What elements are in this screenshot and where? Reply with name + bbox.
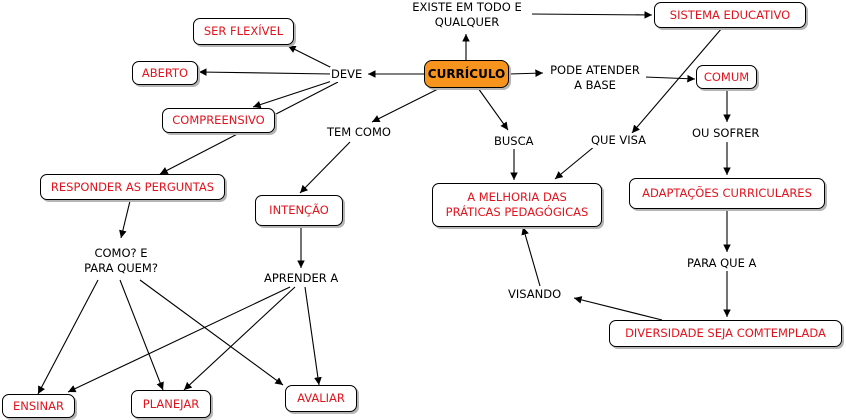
link-deve: DEVE [330,67,364,82]
link-pode-line2: A BASE [574,78,616,92]
edge-sistema-quevisa [631,27,723,134]
node-melhoria-line2: PRÁTICAS PEDAGÓGICAS [445,205,589,219]
link-como-para-quem: COMO? E PARA QUEM? [70,246,172,276]
link-como-line2: PARA QUEM? [84,261,158,275]
edge-aprender-ensinar [67,286,291,393]
edge-como-avaliar [139,279,284,386]
edge-curriculo-busca [477,87,509,131]
node-diversidade[interactable]: DIVERSIDADE SEJA COMTEMPLADA [609,320,842,347]
edge-curriculo-temcomo [371,87,441,123]
node-responder-perguntas[interactable]: RESPONDER AS PERGUNTAS [40,174,225,200]
node-comum[interactable]: COMUM [696,65,757,89]
link-existe: EXISTE EM TODO E QUALQUER [402,0,532,30]
link-aprender-a: APRENDER A [263,271,340,286]
edge-diversidade-visando [573,296,663,321]
edge-deve-flexivel [287,45,333,69]
edge-como-planejar [119,279,164,391]
edge-responder-como [119,200,131,239]
link-para-que-a: PARA QUE A [686,256,758,271]
edge-deve-aberto [198,68,333,76]
node-avaliar[interactable]: AVALIAR [285,385,357,412]
link-ou-sofrer: OU SOFRER [691,126,761,141]
link-tem-como: TEM COMO [326,125,392,140]
node-compreensivo[interactable]: COMPREENSIVO [162,108,275,133]
link-pode-line1: PODE ATENDER [550,63,640,77]
node-adaptacoes-curriculares[interactable]: ADAPTAÇÕES CURRICULARES [629,178,825,209]
node-planejar[interactable]: PLANEJAR [131,390,211,418]
node-ser-flexivel[interactable]: SER FLEXÍVEL [193,18,294,45]
node-intencao[interactable]: INTENÇÃO [255,195,343,226]
link-como-line1: COMO? E [94,246,148,260]
node-curriculo[interactable]: CURRÍCULO [424,60,509,88]
edge-temcomo-intencao [299,141,351,194]
edge-aprender-planejar [183,286,296,391]
link-que-visa: QUE VISA [590,133,648,148]
link-busca: BUSCA [493,134,535,149]
link-visando: VISANDO [507,287,563,302]
edge-como-ensinar [37,279,99,395]
edge-aprender-avaliar [304,286,322,386]
edge-deve-compreensivo [252,79,336,109]
edge-quevisa-melhoria [554,145,596,180]
edge-curriculo-pode [508,69,544,78]
node-sistema-educativo[interactable]: SISTEMA EDUCATIVO [654,2,806,28]
edge-visando-melhoria [521,226,541,287]
link-existe-line2: QUALQUER [434,15,500,29]
node-melhoria-line1: A MELHORIA DAS [467,190,567,204]
node-aberto[interactable]: ABERTO [132,61,198,85]
link-pode-atender: PODE ATENDER A BASE [544,63,646,93]
node-melhoria-praticas[interactable]: A MELHORIA DAS PRÁTICAS PEDAGÓGICAS [432,183,602,227]
link-existe-line1: EXISTE EM TODO E [412,0,522,14]
edge-existe-sistema [529,11,653,19]
edge-pode-comum [644,74,696,83]
node-ensinar[interactable]: ENSINAR [2,394,75,418]
